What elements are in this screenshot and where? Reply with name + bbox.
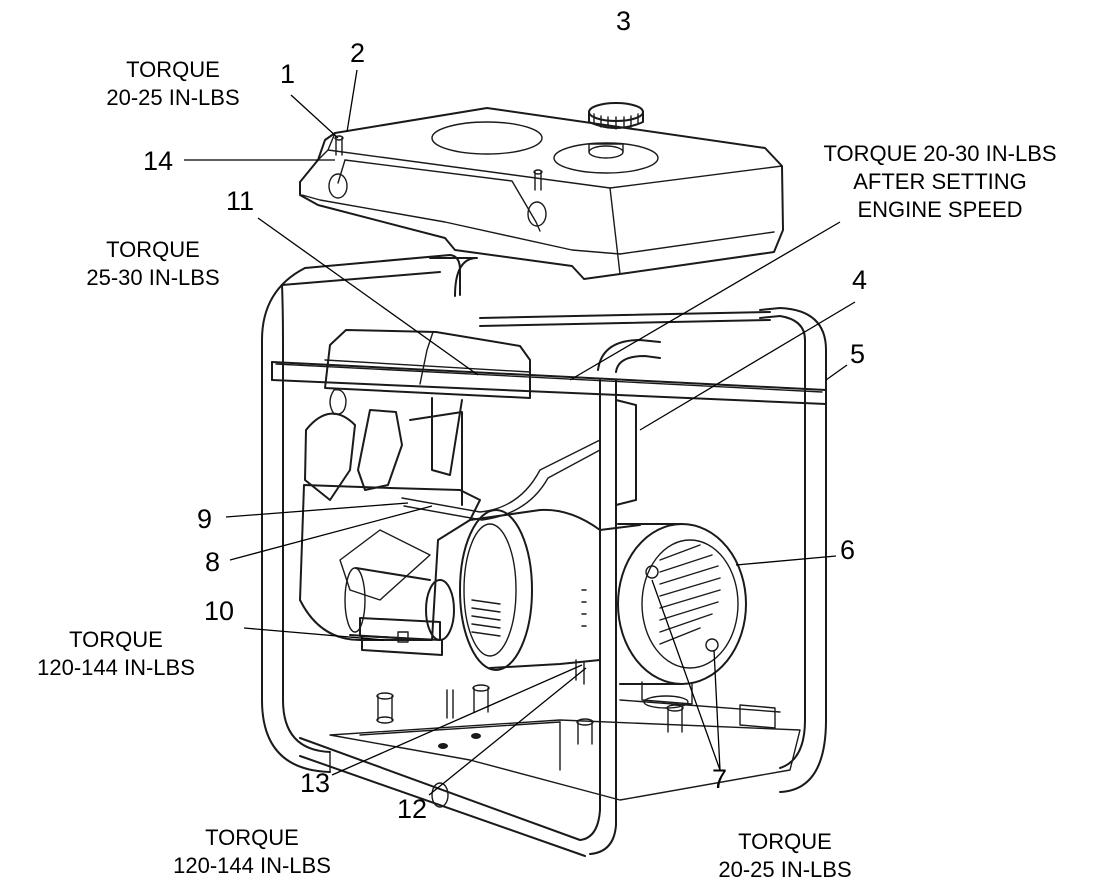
callout-3: 3 xyxy=(616,6,632,36)
callout-12: 12 xyxy=(397,794,428,824)
torque-note-alternator-mount: TORQUE 120-144 IN-LBS xyxy=(173,825,331,878)
torque-note-tank-bolt: TORQUE 20-25 IN-LBS xyxy=(106,57,240,110)
leader-lines xyxy=(184,69,856,796)
callout-7: 7 xyxy=(712,764,728,794)
torque-note-panel: TORQUE 25-30 IN-LBS xyxy=(86,237,220,290)
callout-4: 4 xyxy=(852,265,868,295)
callout-10: 10 xyxy=(204,596,235,626)
callout-6: 6 xyxy=(840,535,856,565)
fuel-tank xyxy=(299,107,784,280)
torque-note-governor: TORQUE 20-30 IN-LBS AFTER SETTING ENGINE… xyxy=(823,141,1057,222)
tubular-frame xyxy=(261,254,827,857)
torque-note-engine-mount: TORQUE 120-144 IN-LBS xyxy=(37,627,195,680)
engine-block xyxy=(299,329,684,749)
callout-1: 1 xyxy=(280,59,296,89)
callout-8: 8 xyxy=(205,547,221,577)
callout-9: 9 xyxy=(197,504,213,534)
callout-14: 14 xyxy=(143,146,174,176)
callout-5: 5 xyxy=(850,339,866,369)
callout-13: 13 xyxy=(300,768,331,798)
fuel-cap xyxy=(588,102,644,130)
alternator xyxy=(459,508,747,709)
torque-note-end-cover: TORQUE 20-25 IN-LBS xyxy=(718,829,852,882)
callout-2: 2 xyxy=(350,38,366,68)
callout-11: 11 xyxy=(226,186,255,216)
